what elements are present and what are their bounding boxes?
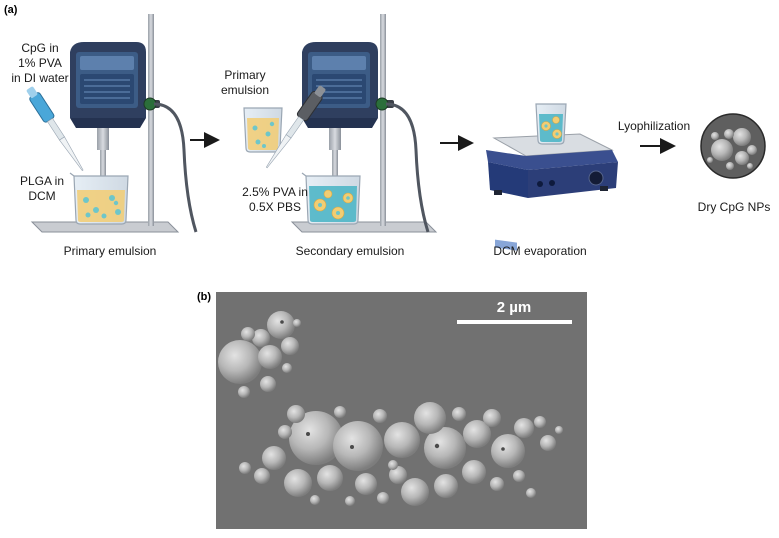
lyophilization-label: Lyophilization: [618, 119, 690, 133]
power-cable: [153, 102, 198, 233]
scale-bar-label: 2 µm: [497, 299, 532, 316]
step2-side-label-line1: 2.5% PVA in: [242, 185, 308, 199]
stand-pole: [380, 14, 386, 226]
step4-caption: Dry CpG NPs: [698, 200, 771, 214]
sem-particle-cluster-band: [239, 402, 563, 506]
beaker-primary-emulsion: [243, 107, 283, 153]
panel-b-label: (b): [197, 291, 211, 303]
pipette-icon: [265, 85, 326, 169]
sem-particle-cluster-left: [218, 311, 301, 398]
sonication-probe: [332, 150, 338, 192]
power-cable: [385, 102, 430, 233]
step2-top-label-line1: Primary: [224, 68, 265, 82]
sem-micrograph: [216, 292, 587, 529]
step3-caption: DCM evaporation: [493, 244, 586, 258]
step1-top-label-line1: CpG in: [21, 41, 58, 55]
step1-caption: Primary emulsion: [64, 244, 157, 258]
pipette-icon: [26, 86, 84, 171]
probe-upper: [97, 128, 109, 150]
step2-caption: Secondary emulsion: [296, 244, 405, 258]
step2-side-label-line2: 0.5X PBS: [249, 200, 301, 214]
stand-pole: [148, 14, 154, 226]
beaker-primary: [69, 172, 129, 225]
step1-homogenizer-setup: [26, 14, 198, 233]
dry-nanoparticles-icon: [700, 113, 766, 179]
beaker-evaporation: [535, 103, 567, 145]
step1-side-label-line2: DCM: [28, 189, 55, 203]
hotplate-stirrer: [486, 133, 618, 251]
homogenizer-body: [70, 42, 157, 128]
step1-side-label-line1: PLGA in: [20, 174, 64, 188]
step2-top-label-line2: emulsion: [221, 83, 269, 97]
step2-homogenizer-setup: [243, 14, 438, 233]
step1-top-label-line3: in DI water: [11, 71, 68, 85]
scale-bar: [457, 320, 572, 324]
beaker-secondary: [301, 172, 361, 225]
step1-top-label-line2: 1% PVA: [18, 56, 62, 70]
homogenizer-body: [302, 42, 389, 128]
probe-upper: [329, 128, 341, 150]
panel-a-label: (a): [4, 4, 18, 16]
sonication-probe: [100, 150, 106, 192]
